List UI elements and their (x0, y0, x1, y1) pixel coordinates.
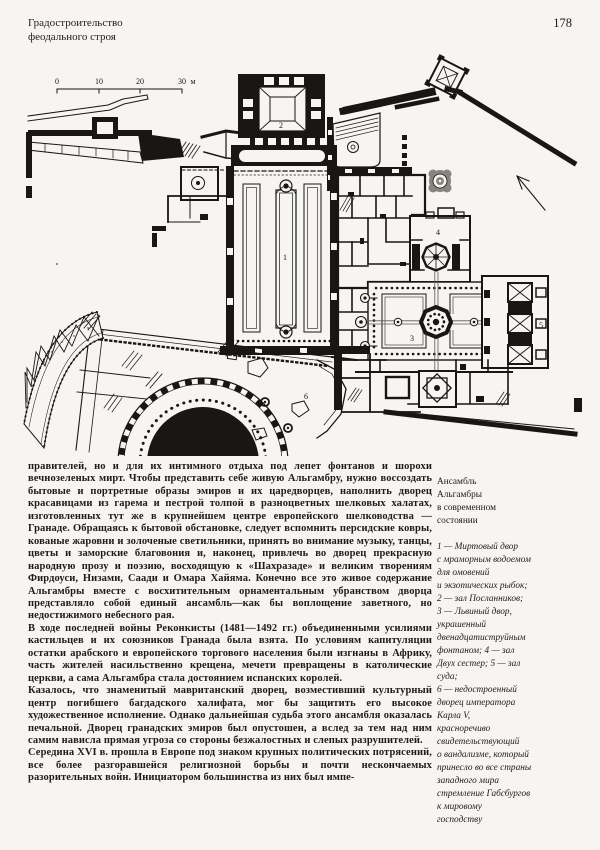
plan-label-5: 5 (539, 321, 543, 330)
northwest-walls (26, 94, 251, 201)
running-head-line2: феодального строя (28, 31, 116, 43)
body-paragraph-2: В ходе последней войны Реконкисты (1481—… (28, 622, 432, 684)
running-head-line1: Градостроительство (28, 17, 123, 29)
northeast-tower (424, 54, 470, 100)
scale-tick-30: 30 (178, 77, 186, 86)
body-paragraph-4: Середина XVI в. прошла в Европе под знак… (28, 747, 432, 784)
myrtle-court (220, 166, 340, 355)
caption-legend: 1 — Миртовый двор с мраморным водоемом д… (437, 542, 532, 825)
figure-caption: Ансамбль Альгамбры в современном состоян… (437, 463, 595, 840)
plan-labels: 1 2 3 4 5 6 (279, 121, 543, 401)
body-text: правителей, но и для их интимного отдыха… (28, 461, 432, 785)
alhambra-plan: 0 10 20 30 м (23, 54, 582, 456)
two-sisters-hall (409, 207, 471, 283)
plan-label-3: 3 (410, 334, 414, 343)
south-rooms (334, 346, 513, 413)
body-paragraph-3: Казалось, что знаменитый мавританский дв… (28, 685, 432, 746)
charles-v-palace (75, 327, 358, 456)
scale-bar: 0 10 20 30 м (55, 77, 196, 94)
plan-label-6: 6 (304, 392, 308, 401)
machuca-patio (327, 112, 412, 191)
garden-parterre (23, 311, 104, 450)
plan-label-4: 4 (436, 228, 440, 237)
north-arrow-icon (516, 175, 546, 211)
rotunda-fountain (428, 169, 452, 193)
plan-label-1: 1 (283, 253, 287, 262)
caption-title: Ансамбль Альгамбры в современном состоян… (437, 477, 496, 526)
northeast-rampart (338, 54, 578, 167)
court-hall (481, 275, 549, 369)
comares-tower (231, 74, 337, 166)
scale-tick-10: 10 (95, 77, 103, 86)
running-head: Градостроительство феодального строя (28, 16, 123, 44)
body-paragraph-1: правителей, но и для их интимного отдыха… (28, 461, 432, 622)
scale-tick-20: 20 (136, 77, 144, 86)
plan-label-2: 2 (279, 121, 283, 130)
southeast-rampart (383, 398, 582, 437)
west-rooms (56, 195, 229, 265)
page-number: 178 (553, 16, 572, 30)
scale-tick-0: 0 (55, 77, 59, 86)
scale-unit: м (190, 77, 195, 86)
